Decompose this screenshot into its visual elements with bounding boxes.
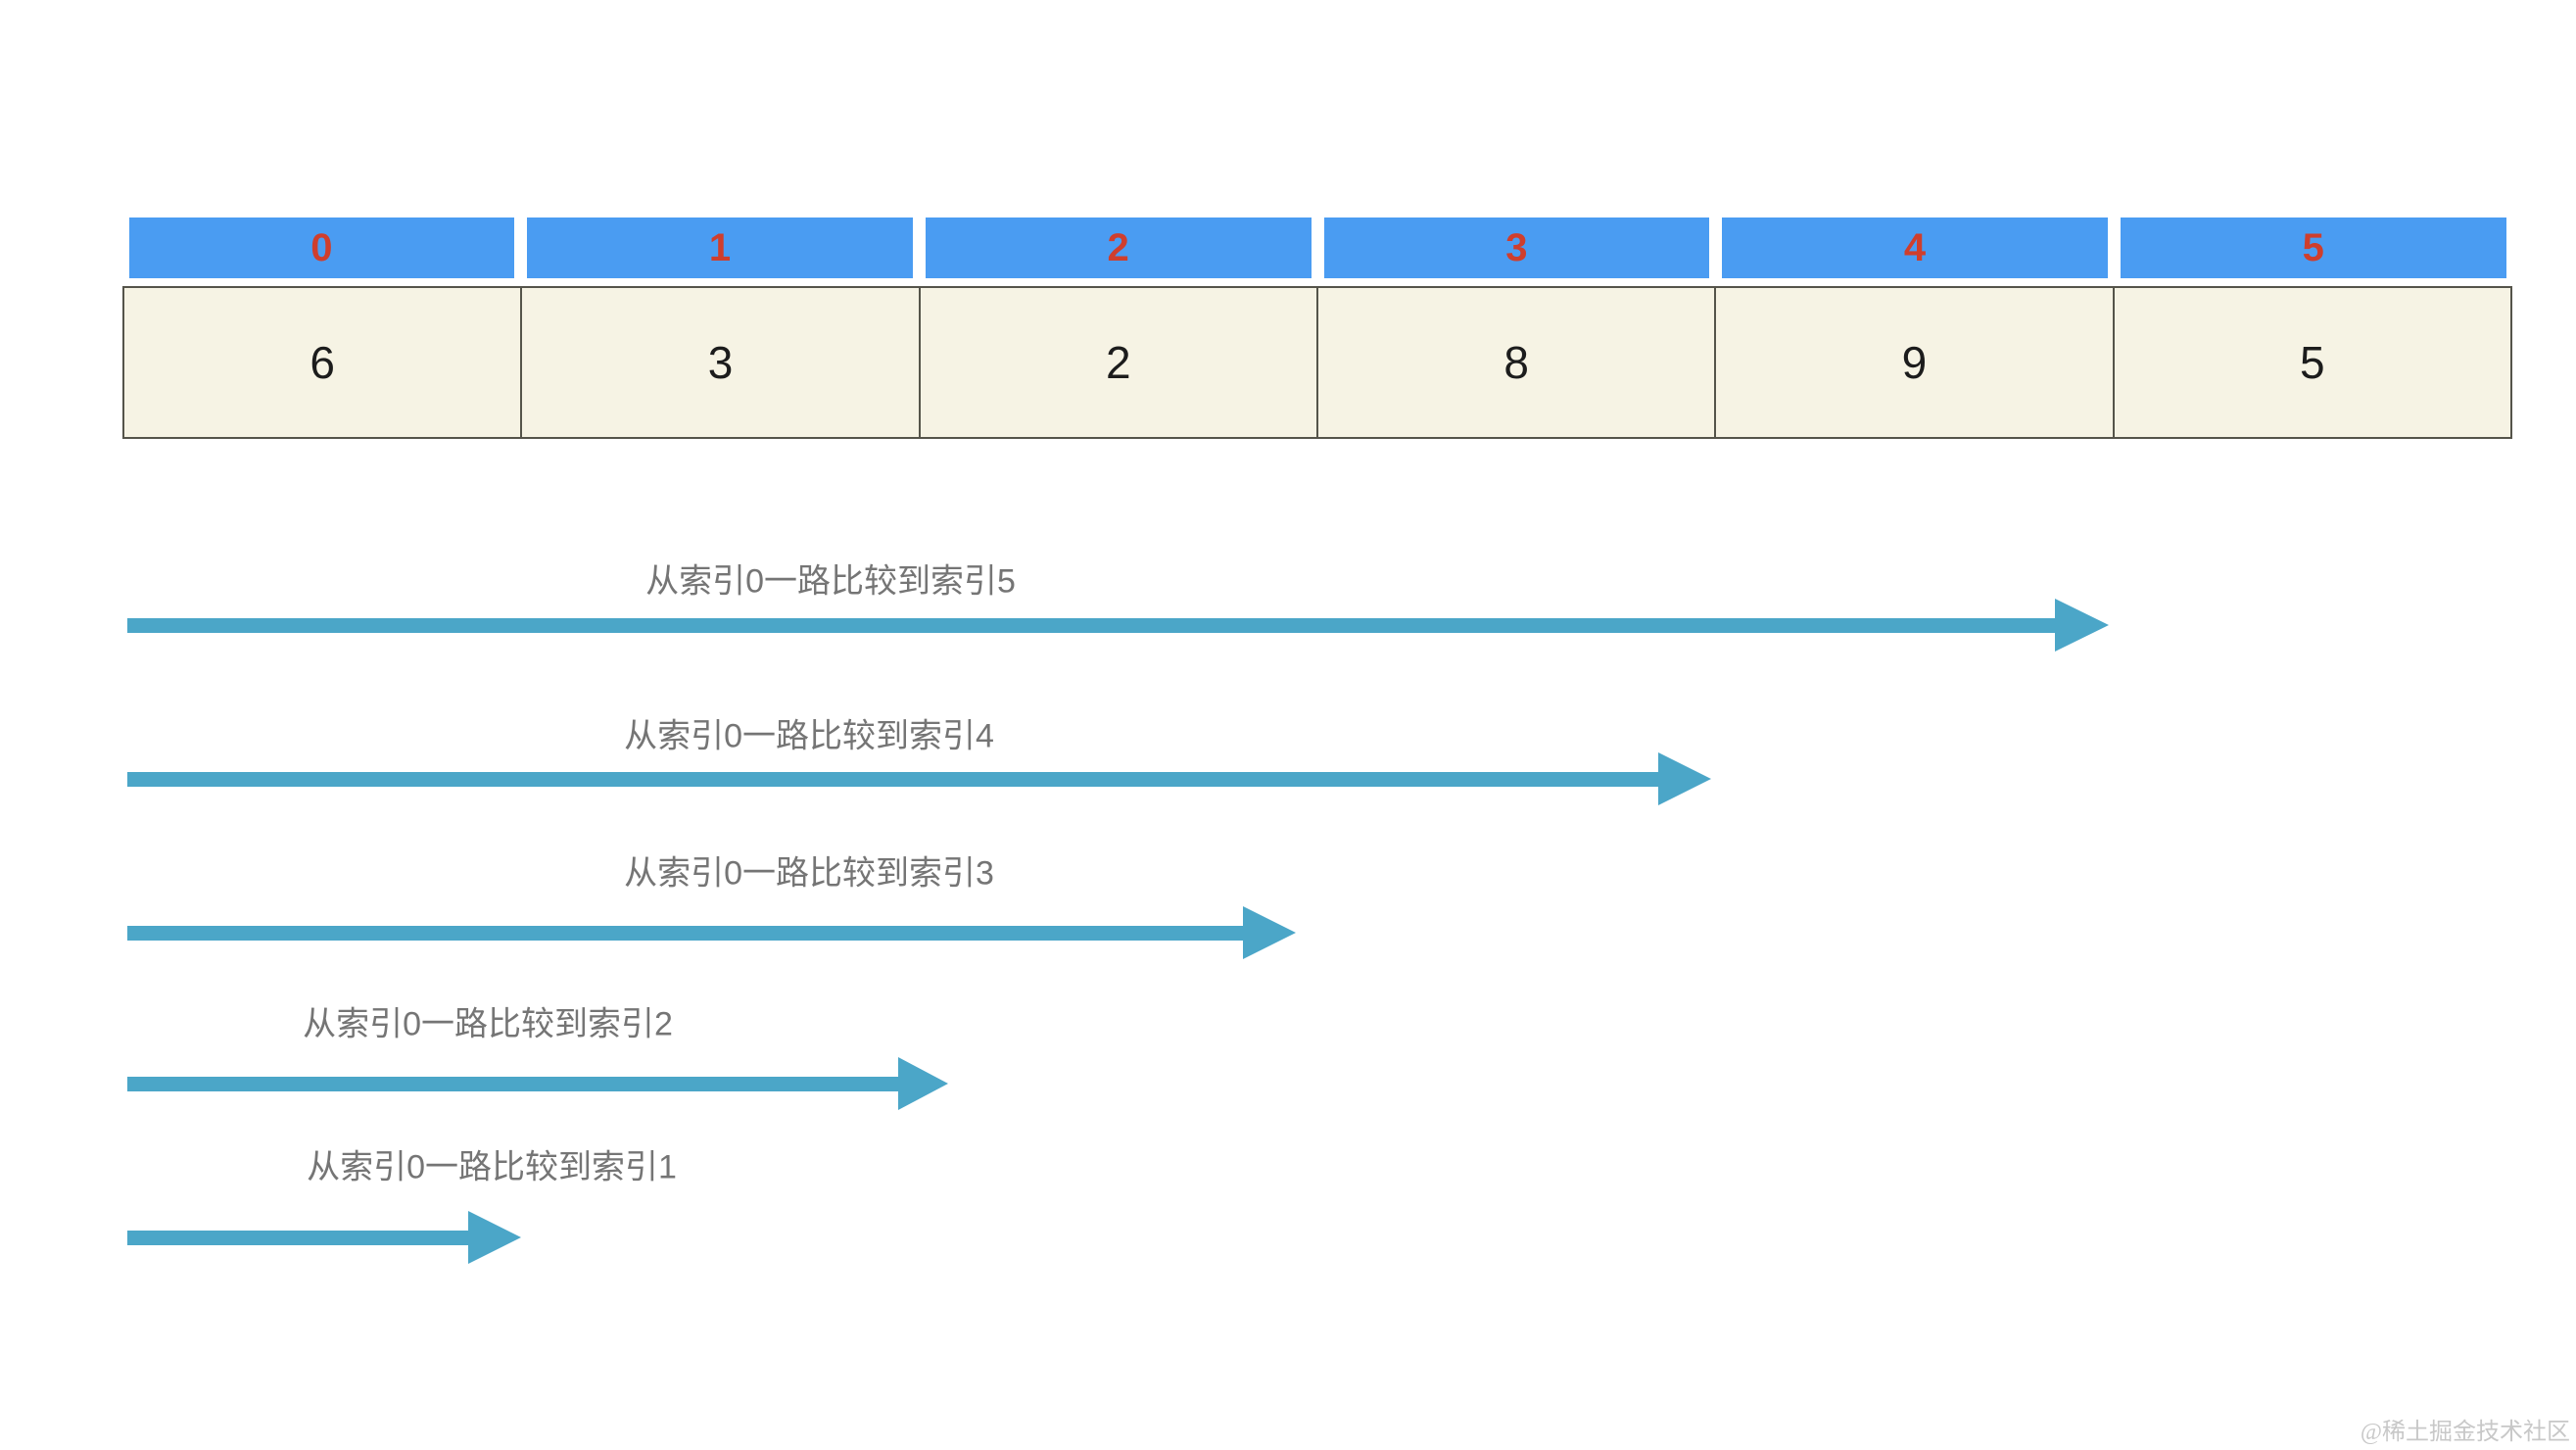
index-label: 4 bbox=[1903, 226, 1927, 269]
index-label: 2 bbox=[1107, 226, 1129, 269]
arrow-head-icon bbox=[898, 1057, 948, 1110]
index-cell-0: 0 bbox=[128, 218, 515, 278]
annotation-label-0: 从索引0一路比较到索引5 bbox=[645, 562, 1016, 601]
annotation-label-2: 从索引0一路比较到索引3 bbox=[624, 854, 994, 893]
index-label: 3 bbox=[1505, 226, 1528, 269]
arrow-line-2 bbox=[127, 925, 1243, 941]
watermark: @稀土掘金技术社区 bbox=[2360, 1420, 2570, 1445]
annotation-label-3: 从索引0一路比较到索引2 bbox=[303, 1005, 673, 1043]
index-cell-1: 1 bbox=[527, 218, 913, 278]
index-label: 5 bbox=[2302, 226, 2324, 269]
index-cell-4: 4 bbox=[1722, 218, 2108, 278]
arrow-line-1 bbox=[127, 771, 1658, 787]
array-index-row: 0 1 2 3 4 5 bbox=[122, 218, 2512, 278]
arrow-line-0 bbox=[127, 617, 2055, 633]
annotation-label-1: 从索引0一路比较到索引4 bbox=[624, 717, 994, 755]
arrow-line-3 bbox=[127, 1076, 898, 1091]
value-cell-2: 2 bbox=[921, 288, 1318, 437]
value-cell-0: 6 bbox=[124, 288, 523, 437]
arrow-head-icon bbox=[1243, 906, 1296, 959]
value-cell-3: 8 bbox=[1318, 288, 1717, 437]
index-cell-2: 2 bbox=[925, 218, 1312, 278]
index-cell-3: 3 bbox=[1323, 218, 1710, 278]
arrow-line-4 bbox=[127, 1230, 468, 1245]
index-label: 0 bbox=[310, 226, 333, 269]
value-cell-4: 9 bbox=[1716, 288, 2115, 437]
arrow-head-icon bbox=[2055, 599, 2109, 652]
index-label: 1 bbox=[708, 226, 732, 269]
annotation-label-4: 从索引0一路比较到索引1 bbox=[307, 1148, 677, 1186]
arrow-head-icon bbox=[468, 1211, 521, 1264]
arrow-head-icon bbox=[1658, 752, 1711, 805]
value-cell-5: 5 bbox=[2300, 337, 2325, 388]
index-cell-5: 5 bbox=[2120, 218, 2506, 278]
value-cell-1: 3 bbox=[522, 288, 921, 437]
